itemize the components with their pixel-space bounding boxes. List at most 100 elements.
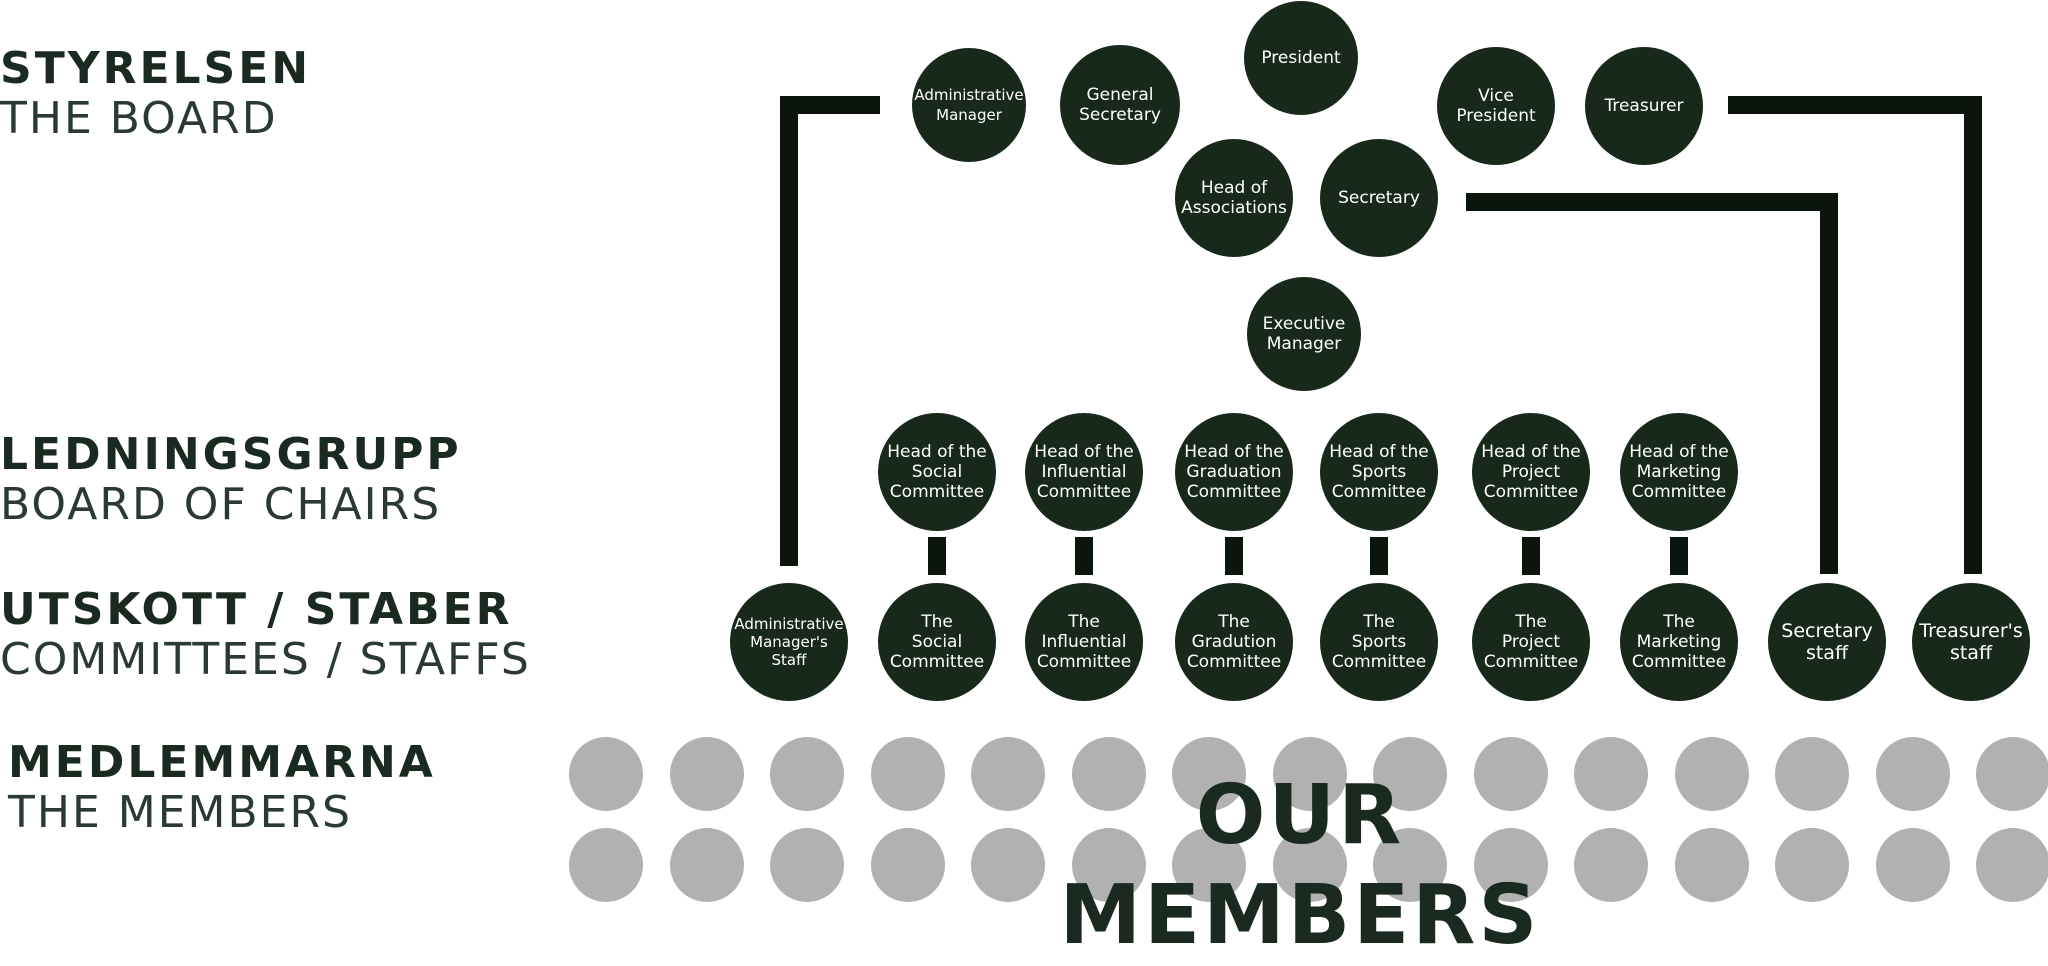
level-board-swedish: STYRELSEN — [0, 43, 312, 94]
member-dot — [871, 737, 945, 811]
member-dot — [569, 828, 643, 902]
node-head-marketing: Head of the Marketing Committee — [1620, 413, 1738, 531]
node-marketing-committee: The Marketing Committee — [1620, 583, 1738, 701]
level-members-english: THE MEMBERS — [8, 787, 352, 838]
member-dot — [770, 737, 844, 811]
node-sports-committee-label: The Sports Committee — [1331, 612, 1427, 672]
member-dot — [670, 828, 744, 902]
member-dot — [971, 737, 1045, 811]
node-graduation-committee-label: The Gradution Committee — [1186, 612, 1282, 672]
member-dot — [871, 828, 945, 902]
node-graduation-committee: The Gradution Committee — [1175, 583, 1293, 701]
node-head-project: Head of the Project Committee — [1472, 413, 1590, 531]
member-dot — [1976, 737, 2048, 811]
connector-influential — [1075, 537, 1093, 575]
node-social-committee-label: The Social Committee — [889, 612, 985, 672]
member-dot — [1373, 828, 1447, 902]
node-head-influential: Head of the Influential Committee — [1025, 413, 1143, 531]
node-influential-committee: The Influential Committee — [1025, 583, 1143, 701]
member-dot — [569, 737, 643, 811]
node-administrative-manager: Administrative Manager — [912, 48, 1026, 162]
connector-secretary-horizontal — [1466, 193, 1838, 211]
node-admin-staff: Administrative Manager's Staff — [730, 583, 848, 701]
member-dot — [1072, 737, 1146, 811]
level-chairs-english: BOARD OF CHAIRS — [0, 479, 442, 530]
member-dot — [770, 828, 844, 902]
connector-graduation — [1225, 537, 1243, 575]
connector-project — [1522, 537, 1540, 575]
node-administrative-manager-label: Administrative Manager — [914, 86, 1024, 124]
level-chairs-label: LEDNINGSGRUPP BOARD OF CHAIRS — [0, 430, 462, 530]
level-board-english: THE BOARD — [0, 93, 278, 144]
node-secretary-staff: Secretary staff — [1768, 583, 1886, 701]
node-treasurer-label: Treasurer — [1604, 96, 1684, 116]
node-vice-president-label: Vice President — [1456, 86, 1536, 126]
level-committees-english: COMMITTEES / STAFFS — [0, 634, 531, 685]
node-admin-staff-label: Administrative Manager's Staff — [734, 615, 844, 669]
member-dot — [670, 737, 744, 811]
member-dot — [1273, 828, 1347, 902]
node-head-graduation: Head of the Graduation Committee — [1175, 413, 1293, 531]
node-president-label: President — [1261, 48, 1341, 68]
member-dot — [1675, 828, 1749, 902]
member-dot — [1876, 828, 1950, 902]
node-influential-committee-label: The Influential Committee — [1036, 612, 1132, 672]
member-dot — [1273, 737, 1347, 811]
node-project-committee-label: The Project Committee — [1483, 612, 1579, 672]
node-treasurer-staff: Treasurer's staff — [1912, 583, 2030, 701]
connector-admin-horizontal — [780, 96, 880, 114]
node-vice-president: Vice President — [1437, 47, 1555, 165]
connector-admin-vertical — [780, 96, 798, 566]
member-dot — [1474, 828, 1548, 902]
member-dot — [1775, 828, 1849, 902]
node-head-influential-label: Head of the Influential Committee — [1034, 442, 1134, 502]
level-board-label: STYRELSEN THE BOARD — [0, 44, 311, 144]
member-dot — [1072, 828, 1146, 902]
level-chairs-swedish: LEDNINGSGRUPP — [0, 429, 462, 480]
node-head-social-label: Head of the Social Committee — [887, 442, 987, 502]
node-head-of-associations: Head of Associations — [1175, 139, 1293, 257]
member-dot — [1675, 737, 1749, 811]
member-dot — [1574, 737, 1648, 811]
node-head-social: Head of the Social Committee — [878, 413, 996, 531]
node-general-secretary: General Secretary — [1060, 45, 1180, 165]
node-head-sports-label: Head of the Sports Committee — [1329, 442, 1429, 502]
member-dot — [1574, 828, 1648, 902]
connector-treasurer-horizontal — [1728, 96, 1982, 114]
member-dot — [1172, 737, 1246, 811]
level-committees-label: UTSKOTT / STABER COMMITTEES / STAFFS — [0, 585, 531, 685]
node-secretary-label: Secretary — [1338, 188, 1420, 208]
node-head-graduation-label: Head of the Graduation Committee — [1184, 442, 1284, 502]
node-executive-manager-label: Executive Manager — [1262, 314, 1346, 354]
connector-secretary-vertical — [1820, 193, 1838, 574]
member-dot — [1976, 828, 2048, 902]
connector-sports — [1370, 537, 1388, 575]
node-treasurer-staff-label: Treasurer's staff — [1919, 620, 2023, 664]
member-dot — [1876, 737, 1950, 811]
node-head-sports: Head of the Sports Committee — [1320, 413, 1438, 531]
connector-social — [928, 537, 946, 575]
member-dot — [1474, 737, 1548, 811]
node-general-secretary-label: General Secretary — [1079, 85, 1161, 125]
node-head-project-label: Head of the Project Committee — [1481, 442, 1581, 502]
connector-treasurer-vertical — [1964, 96, 1982, 574]
level-members-swedish: MEDLEMMARNA — [8, 737, 436, 788]
node-secretary-staff-label: Secretary staff — [1781, 620, 1873, 664]
node-head-marketing-label: Head of the Marketing Committee — [1629, 442, 1729, 502]
node-social-committee: The Social Committee — [878, 583, 996, 701]
connector-marketing — [1670, 537, 1688, 575]
member-dot — [971, 828, 1045, 902]
level-committees-swedish: UTSKOTT / STABER — [0, 584, 513, 635]
node-sports-committee: The Sports Committee — [1320, 583, 1438, 701]
node-marketing-committee-label: The Marketing Committee — [1631, 612, 1727, 672]
member-dot — [1775, 737, 1849, 811]
level-members-label: MEDLEMMARNA THE MEMBERS — [8, 738, 436, 838]
node-executive-manager: Executive Manager — [1247, 277, 1361, 391]
node-treasurer: Treasurer — [1585, 47, 1703, 165]
node-president: President — [1244, 1, 1358, 115]
node-project-committee: The Project Committee — [1472, 583, 1590, 701]
member-dot — [1373, 737, 1447, 811]
node-head-of-associations-label: Head of Associations — [1181, 178, 1287, 218]
members-banner: OUR MEMBERS — [1059, 768, 1541, 963]
node-secretary: Secretary — [1320, 139, 1438, 257]
